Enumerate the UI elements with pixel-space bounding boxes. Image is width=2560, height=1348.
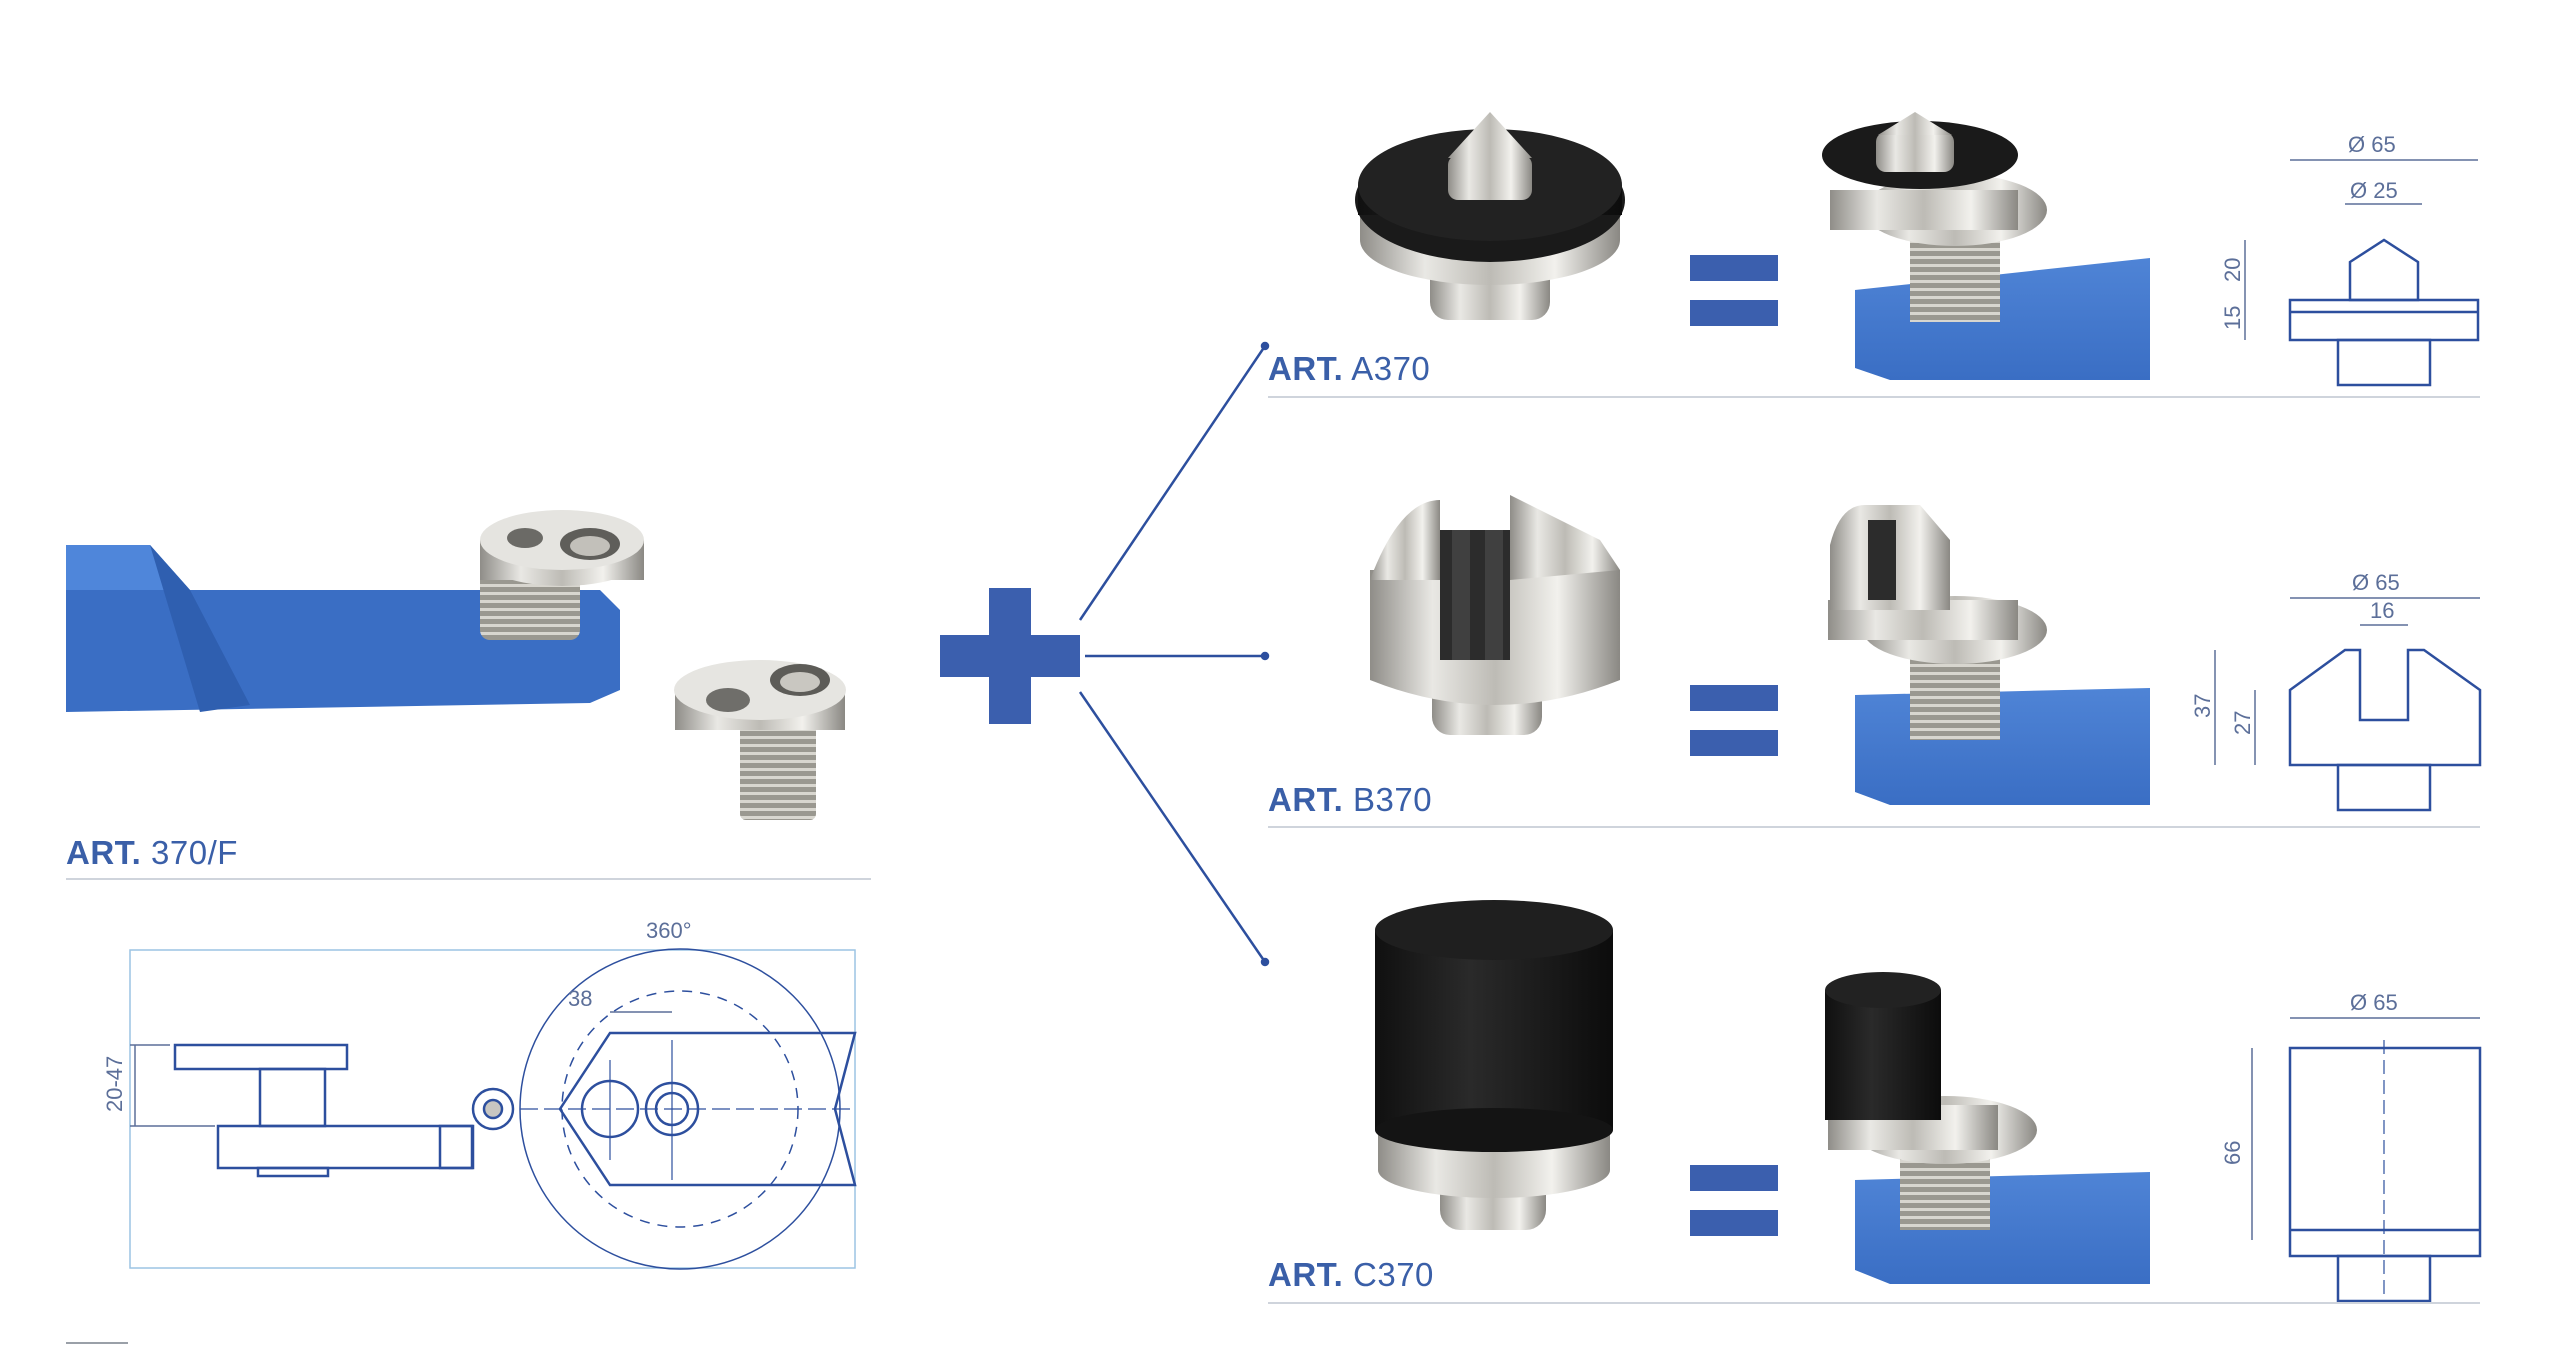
a370-dim-h2: 15 — [2220, 306, 2245, 330]
a370-dim-inner: Ø 25 — [2350, 178, 2398, 203]
c370-dim-outer: Ø 65 — [2350, 990, 2398, 1015]
base-article-label: ART. 370/F — [66, 834, 238, 872]
a370-dim-outer: Ø 65 — [2348, 132, 2396, 157]
a370-dim-h1: 20 — [2220, 258, 2245, 282]
c370-part-render — [1375, 900, 1613, 1230]
a370-prefix: ART. — [1268, 350, 1344, 387]
a370-part-render — [1355, 112, 1625, 320]
equals-icon — [1690, 1165, 1778, 1236]
c370-prefix: ART. — [1268, 1256, 1344, 1293]
c370-technical-drawing — [2251, 1017, 2482, 1303]
base-article-prefix: ART. — [66, 834, 142, 871]
dim-height: 20-47 — [102, 1056, 127, 1112]
b370-dim-h2: 27 — [2230, 711, 2255, 735]
dim-offset: 38 — [568, 986, 592, 1011]
dimension-labels: 360° 38 20-47 Ø 65 Ø 25 20 15 Ø 65 16 37… — [102, 132, 2400, 1165]
base-divider — [66, 878, 871, 880]
dim-angle: 360° — [646, 918, 692, 943]
b370-label: ART. B370 — [1268, 781, 1432, 819]
equals-icon — [1690, 685, 1778, 756]
b370-technical-drawing — [2214, 597, 2482, 812]
b370-dim-outer: Ø 65 — [2352, 570, 2400, 595]
a370-assembled-render — [1822, 112, 2150, 380]
b370-dim-slot: 16 — [2370, 598, 2394, 623]
base-arm-render — [66, 510, 644, 712]
a370-divider — [1268, 396, 2480, 398]
b370-assembled-render — [1828, 505, 2150, 805]
a370-technical-drawing — [2244, 159, 2480, 387]
c370-code: C370 — [1353, 1256, 1434, 1293]
base-technical-drawing — [129, 948, 857, 1270]
page-number-mark — [66, 1342, 128, 1344]
base-article-code: 370/F — [151, 834, 238, 871]
c370-assembled-render — [1825, 972, 2150, 1284]
a370-code: A370 — [1351, 350, 1431, 387]
equals-icon — [1690, 255, 1778, 326]
c370-dim-h1: 66 — [2220, 1141, 2245, 1165]
b370-code: B370 — [1353, 781, 1433, 818]
b370-part-render — [1370, 495, 1620, 735]
eccentric-bushing-render — [674, 660, 846, 820]
a370-label: ART. A370 — [1268, 350, 1430, 388]
connector-lines — [1078, 341, 1270, 967]
b370-dim-h1: 37 — [2190, 694, 2215, 718]
b370-divider — [1268, 826, 2480, 828]
b370-prefix: ART. — [1268, 781, 1344, 818]
plus-icon — [940, 588, 1080, 724]
c370-label: ART. C370 — [1268, 1256, 1434, 1294]
c370-divider — [1268, 1302, 2480, 1304]
